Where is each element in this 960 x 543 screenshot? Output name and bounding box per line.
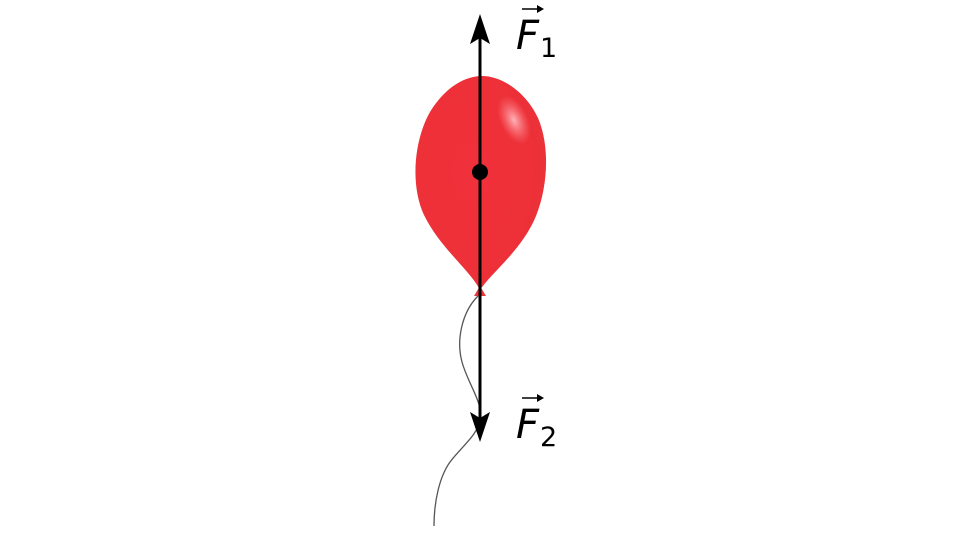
force-f1-letter: F <box>516 13 540 59</box>
balloon-highlight <box>497 95 531 145</box>
force-f2-symbol: F <box>516 394 544 448</box>
force-f1-label: F 1 <box>516 5 558 64</box>
force-f1-symbol: F <box>516 5 544 59</box>
force-f2-label: F 2 <box>516 394 558 453</box>
vector-arrow-icon <box>522 394 544 402</box>
center-point <box>472 164 488 180</box>
force-f1-arrowhead <box>470 14 490 44</box>
force-f2-letter: F <box>516 402 540 448</box>
force-f1-subscript: 1 <box>540 33 558 64</box>
force-f2-arrowhead <box>470 412 490 442</box>
balloon-string <box>433 295 482 527</box>
force-f2-subscript: 2 <box>540 422 558 453</box>
vector-arrow-icon <box>522 5 544 13</box>
